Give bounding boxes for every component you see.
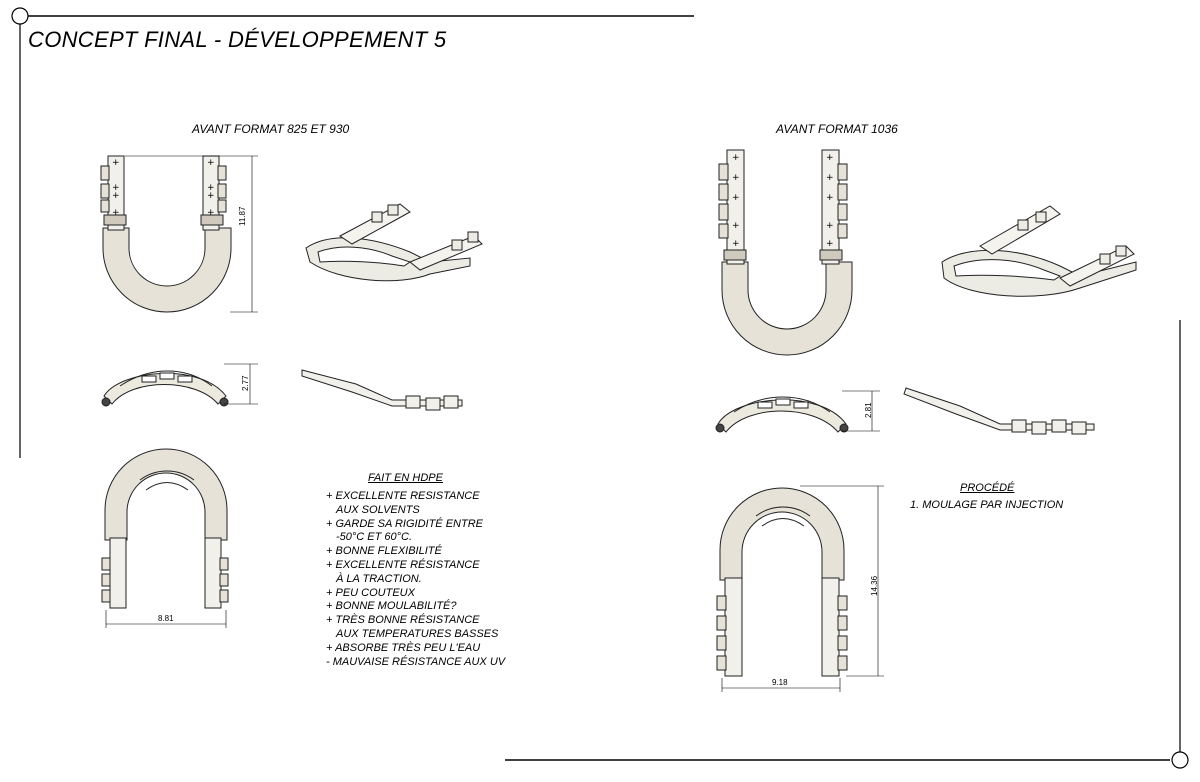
material-properties-list: + EXCELLENTE RESISTANCE AUX SOLVENTS + G… xyxy=(326,490,505,669)
svg-text:+: + xyxy=(732,193,740,203)
left-section-title: AVANT FORMAT 825 ET 930 xyxy=(192,122,350,136)
list-item: + BONNE FLEXIBILITÉ xyxy=(326,545,442,558)
page-title: CONCEPT FINAL - DÉVELOPPEMENT 5 xyxy=(28,27,447,52)
svg-text:+: + xyxy=(207,158,215,168)
svg-text:+: + xyxy=(826,221,834,231)
svg-text:+: + xyxy=(826,153,834,163)
svg-text:+: + xyxy=(732,221,740,231)
list-item: -50°C ET 60°C. xyxy=(336,531,413,544)
svg-text:+: + xyxy=(112,158,120,168)
list-item: + EXCELLENTE RÉSISTANCE xyxy=(326,558,480,571)
process-list: 1. MOULAGE PAR INJECTION xyxy=(910,499,1063,513)
list-item: À LA TRACTION. xyxy=(336,572,422,585)
svg-text:+: + xyxy=(207,208,215,218)
svg-text:+: + xyxy=(207,183,215,193)
right-width-dimension: 9.18 xyxy=(772,678,788,687)
material-heading: FAIT EN HDPE xyxy=(368,472,443,484)
list-item: AUX SOLVENTS xyxy=(336,503,420,516)
svg-text:+: + xyxy=(207,191,215,201)
svg-text:+: + xyxy=(112,191,120,201)
svg-text:+: + xyxy=(732,239,740,249)
list-item: + BONNE MOULABILITÉ? xyxy=(326,600,457,613)
corner-circle-bottom-right xyxy=(1171,751,1189,769)
svg-text:+: + xyxy=(112,208,120,218)
list-item: + TRÈS BONNE RÉSISTANCE xyxy=(326,614,480,627)
list-item: + PEU COUTEUX xyxy=(326,586,415,599)
left-width-dimension: 8.81 xyxy=(158,614,174,623)
svg-text:+: + xyxy=(826,239,834,249)
svg-text:+: + xyxy=(732,173,740,183)
list-item: + GARDE SA RIGIDITÉ ENTRE xyxy=(326,517,483,530)
right-section-title: AVANT FORMAT 1036 xyxy=(776,122,898,136)
svg-text:+: + xyxy=(732,153,740,163)
svg-text:+: + xyxy=(826,173,834,183)
corner-circle-top-left xyxy=(11,7,29,25)
right-height-dimension: 14.36 xyxy=(870,575,879,596)
svg-text:+: + xyxy=(112,183,120,193)
list-item: + EXCELLENTE RESISTANCE xyxy=(326,490,480,502)
process-heading: PROCÉDÉ xyxy=(960,482,1015,494)
list-item: + ABSORBE TRÈS PEU L'EAU xyxy=(326,641,481,654)
list-item: AUX TEMPERATURES BASSES xyxy=(336,627,499,640)
svg-text:+: + xyxy=(826,193,834,203)
list-item: 1. MOULAGE PAR INJECTION xyxy=(910,499,1064,511)
list-item: - MAUVAISE RÉSISTANCE AUX UV xyxy=(326,655,506,668)
